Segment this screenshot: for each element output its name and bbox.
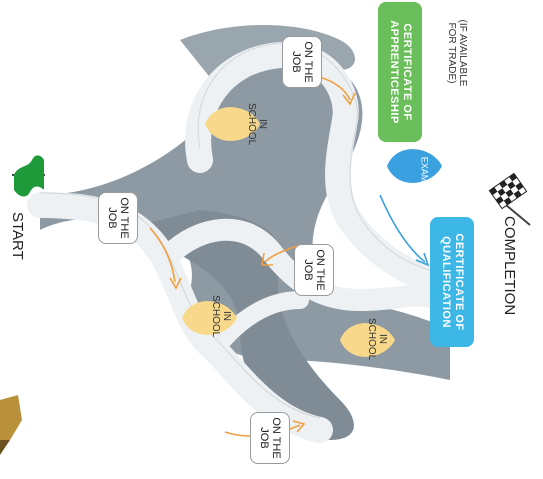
on-the-job-label-1: ON THE JOB <box>282 36 322 88</box>
arrow-1 <box>149 227 176 283</box>
on-the-job-label-2: ON THE JOB <box>98 192 138 244</box>
in-school-label-2: IN SCHOOL <box>210 295 232 338</box>
start-label: START <box>9 212 26 260</box>
exam-pin <box>387 149 442 183</box>
on-the-job-label-3: ON THE JOB <box>294 244 334 296</box>
completion-arrow <box>379 194 430 267</box>
in-school-label-3: IN SCHOOL <box>366 318 388 361</box>
on-the-job-label-4: ON THE JOB <box>250 412 290 464</box>
partial-image-crop <box>0 395 22 455</box>
school-pin-2 <box>182 301 237 335</box>
in-school-label-1: IN SCHOOL <box>246 103 268 146</box>
trade-availability-note: (IF AVAILABLE FOR TRADE) <box>446 19 468 87</box>
certificate-of-qualification-box: CERTIFICATE OF QUALIFICATION <box>430 217 474 347</box>
arrow-4-head <box>342 92 356 106</box>
arrow-1-head <box>169 277 182 290</box>
arrow-2-head <box>292 420 306 433</box>
exams-label: EXAMS <box>419 156 430 189</box>
school-pin-1 <box>205 107 260 141</box>
completion-label: COMPLETION <box>501 216 518 316</box>
certificate-of-apprenticeship-box: CERTIFICATE OF APPRENTICESHIP <box>378 2 422 142</box>
school-pin-3 <box>340 323 395 357</box>
checkered-flag-icon <box>488 172 531 226</box>
arrow-3-head <box>261 252 273 266</box>
start-flag-icon <box>12 155 45 197</box>
